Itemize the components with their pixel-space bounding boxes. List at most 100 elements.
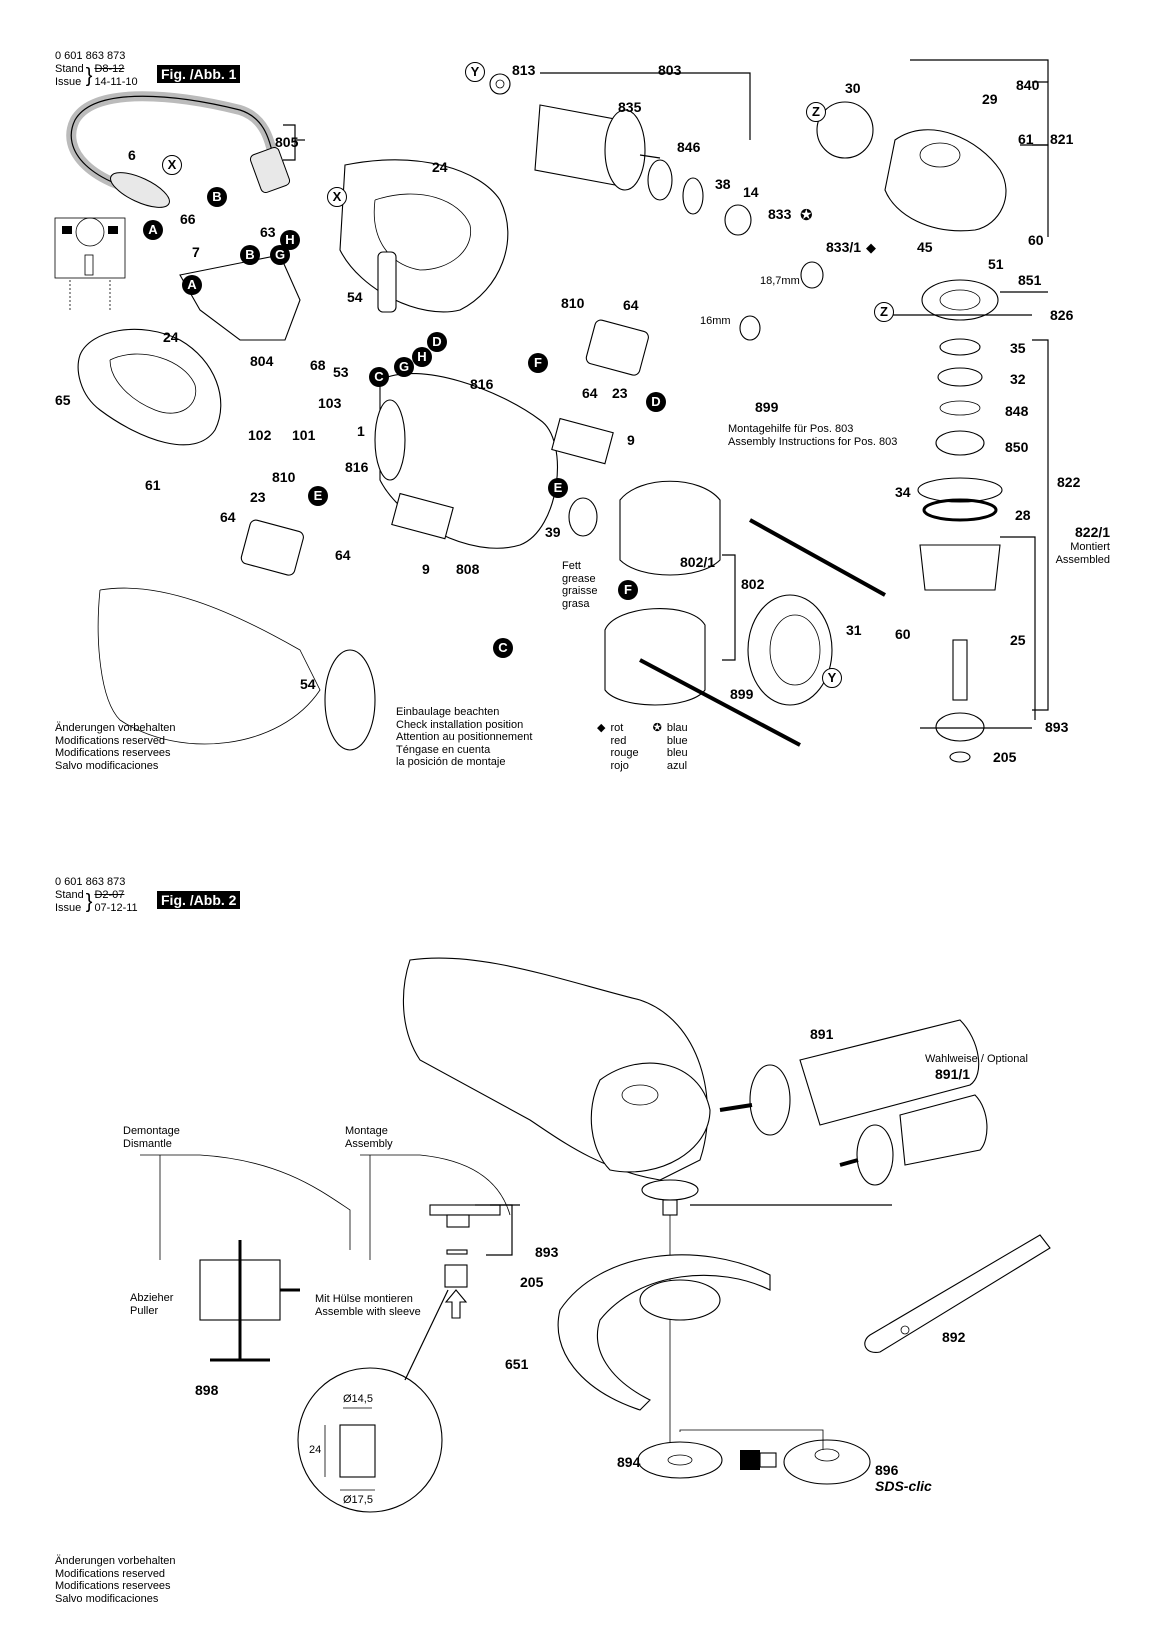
fan bbox=[604, 109, 646, 191]
washer bbox=[682, 177, 704, 215]
sleeve-inner-diameter: Ø14,5 bbox=[343, 1393, 373, 1405]
marker-E2: E bbox=[548, 478, 568, 498]
fig2-title: Fig. /Abb. 2 bbox=[157, 891, 241, 909]
marker-D: D bbox=[427, 332, 447, 352]
fig2-part-number: 0 601 863 873 bbox=[55, 876, 126, 888]
callout-893-fig2: 893 bbox=[535, 1244, 559, 1260]
callout-835: 835 bbox=[618, 99, 642, 115]
marker-H: H bbox=[280, 230, 300, 250]
callout-31: 31 bbox=[846, 622, 862, 638]
callout-826: 826 bbox=[1050, 307, 1074, 323]
callout-891-1: 891/1 bbox=[935, 1066, 971, 1082]
callout-64b: 64 bbox=[582, 385, 598, 401]
marker-X2: X bbox=[327, 187, 347, 207]
callout-205-fig2: 205 bbox=[520, 1274, 544, 1290]
marker-E: E bbox=[308, 486, 328, 506]
callout-34: 34 bbox=[895, 484, 911, 500]
assembled-note-de: Montiert bbox=[1070, 541, 1110, 553]
sleeve-note: Mit Hülse montieren Assemble with sleeve bbox=[315, 1293, 421, 1318]
assembly-note: Montage Assembly bbox=[345, 1125, 393, 1150]
color-legend: ◆ rot red rouge rojo ✪ blau blue bleu az… bbox=[597, 722, 688, 772]
diamond-icon: ◆ bbox=[597, 722, 606, 734]
bearing-813 bbox=[489, 73, 511, 95]
legend-blue-de: blau bbox=[666, 722, 688, 734]
marker-G2: G bbox=[394, 357, 414, 377]
plate-9b bbox=[391, 492, 454, 540]
callout-9b: 9 bbox=[422, 561, 430, 577]
callout-51: 51 bbox=[988, 256, 1004, 272]
callout-64c: 64 bbox=[220, 509, 236, 525]
callout-54-inset: 54 bbox=[300, 676, 316, 692]
fig2-stand-label: Stand bbox=[55, 889, 84, 901]
housing-half-upper bbox=[339, 159, 509, 313]
disclaimer-de: Änderungen vorbehalten bbox=[55, 722, 176, 734]
marker-C: C bbox=[369, 367, 389, 387]
legend-red-es: rojo bbox=[610, 759, 629, 772]
callout-851: 851 bbox=[1018, 272, 1042, 288]
callout-802-1: 802/1 bbox=[680, 554, 716, 570]
retaining-ring bbox=[647, 159, 673, 201]
washer-205 bbox=[949, 751, 971, 763]
star-circle-icon: ✪ bbox=[800, 207, 813, 224]
cord-strain-relief bbox=[110, 172, 170, 208]
bearing-850 bbox=[935, 430, 985, 456]
sleeve bbox=[444, 1264, 468, 1288]
callout-896: 896 bbox=[875, 1462, 899, 1478]
bearing-833 bbox=[739, 315, 761, 341]
callout-899b: 899 bbox=[730, 686, 754, 702]
dismantle-de: Demontage bbox=[123, 1125, 180, 1137]
fan-baffle bbox=[747, 594, 833, 706]
fig1-issue-value: 14-11-10 bbox=[94, 76, 138, 88]
callout-816: 816 bbox=[470, 376, 494, 392]
callout-7: 7 bbox=[192, 244, 200, 260]
callout-821: 821 bbox=[1050, 131, 1074, 147]
field-coil-upper bbox=[619, 480, 721, 576]
brace-icon: } bbox=[85, 891, 93, 913]
dismantle-note: Demontage Dismantle bbox=[123, 1125, 180, 1150]
assembly-en: Assembly bbox=[345, 1137, 393, 1150]
marker-Z2: Z bbox=[874, 302, 894, 322]
sleeve-note-de: Mit Hülse montieren bbox=[315, 1293, 413, 1305]
marker-B2: B bbox=[240, 245, 260, 265]
field-coil-lower bbox=[604, 608, 706, 706]
callout-822: 822 bbox=[1057, 474, 1081, 490]
callout-103: 103 bbox=[318, 395, 342, 411]
callout-38: 38 bbox=[715, 176, 731, 192]
sleeve-note-en: Assemble with sleeve bbox=[315, 1305, 421, 1318]
assembly-help-de: Montagehilfe für Pos. 803 bbox=[728, 423, 854, 435]
washer-32 bbox=[937, 367, 983, 387]
fig1-title: Fig. /Abb. 1 bbox=[157, 65, 241, 83]
fig2-disclaimer: Änderungen vorbehalten Modifications res… bbox=[55, 1555, 175, 1605]
install-note-fr: Attention au positionnement bbox=[396, 731, 533, 743]
assembly-help-note: Montagehilfe für Pos. 803 Assembly Instr… bbox=[728, 423, 897, 448]
callout-893: 893 bbox=[1045, 719, 1069, 735]
callout-45: 45 bbox=[917, 239, 933, 255]
install-note-de: Einbaulage beachten bbox=[396, 706, 500, 718]
disclaimer2-de: Änderungen vorbehalten bbox=[55, 1555, 176, 1567]
fig1-stand-value: D8-12 bbox=[94, 63, 125, 75]
callout-813: 813 bbox=[512, 62, 536, 78]
dim-16: 16mm bbox=[700, 315, 731, 327]
marker-D2: D bbox=[646, 392, 666, 412]
callout-39: 39 bbox=[545, 524, 561, 540]
plug bbox=[249, 146, 291, 194]
legend-red-de: rot bbox=[610, 722, 624, 734]
marker-X: X bbox=[162, 155, 182, 175]
callout-894: 894 bbox=[617, 1454, 641, 1470]
callout-899: 899 bbox=[755, 399, 779, 415]
gear-head-fig2 bbox=[590, 1062, 711, 1173]
callout-64: 64 bbox=[623, 297, 639, 313]
circlip-848 bbox=[939, 400, 981, 416]
callout-61b: 61 bbox=[1018, 131, 1034, 147]
gear-851 bbox=[921, 279, 999, 321]
callout-54: 54 bbox=[347, 289, 363, 305]
handle-flange bbox=[749, 1064, 791, 1136]
callout-53: 53 bbox=[333, 364, 349, 380]
callout-808: 808 bbox=[456, 561, 480, 577]
callout-61: 61 bbox=[145, 477, 161, 493]
marker-F: F bbox=[528, 353, 548, 373]
callout-810: 810 bbox=[561, 295, 585, 311]
side-handle bbox=[799, 1019, 980, 1126]
housing-half-lower bbox=[77, 328, 222, 446]
callout-898: 898 bbox=[195, 1382, 219, 1398]
